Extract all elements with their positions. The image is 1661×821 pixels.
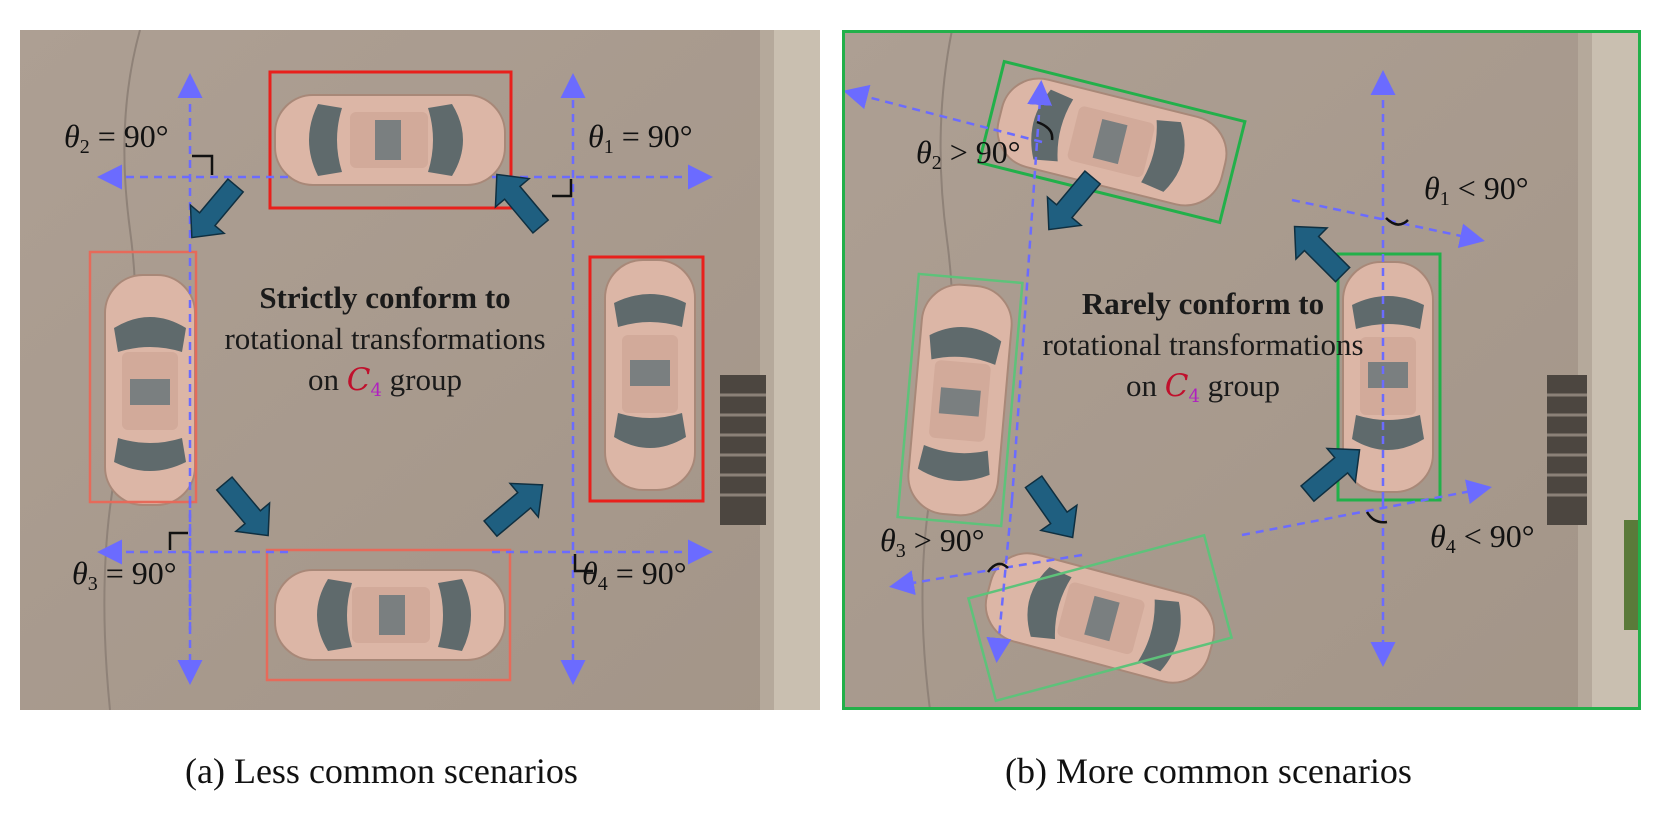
theta-subscript: 2 (931, 152, 942, 174)
theta-symbol: θ (582, 555, 598, 591)
curb-edge (760, 30, 774, 710)
angle-relation: = (97, 118, 116, 154)
theta-subscript: 3 (87, 573, 98, 595)
car-icon (274, 94, 506, 186)
center-bold-text: Rarely conform to (1081, 286, 1325, 321)
angle-value: 90° (1489, 518, 1535, 554)
panel-b-figure (842, 30, 1641, 710)
theta-symbol: θ (916, 134, 932, 170)
car-icon (274, 569, 506, 661)
theta-symbol: θ (1430, 518, 1446, 554)
angle-value: 90° (1483, 170, 1529, 206)
bbox-top (268, 70, 513, 210)
panel-frame (842, 30, 1641, 710)
axis-bottom-left (889, 553, 1083, 596)
angle-label-theta1: θ1 = 90° (588, 118, 693, 159)
bbox-right (1336, 252, 1442, 502)
angle-label-theta4: θ4 = 90° (582, 555, 687, 596)
rotation-arrow-icon (215, 476, 271, 537)
theta-symbol: θ (72, 555, 88, 591)
bbox-right (588, 255, 705, 503)
theta-subscript: 4 (597, 573, 608, 595)
center-group: group (389, 362, 462, 397)
caption-a: (a) Less common scenarios (185, 751, 578, 791)
bbox-top (977, 59, 1247, 225)
theta-symbol: θ (1424, 170, 1440, 206)
right-angle-mark-icon (168, 531, 188, 550)
curb (772, 30, 820, 710)
theta-subscript: 2 (79, 136, 90, 158)
theta-symbol: θ (880, 522, 896, 558)
angle-label-theta2: θ2 = 90° (64, 118, 169, 159)
rotation-arrow-icon (1046, 170, 1102, 231)
axis-top-left (843, 84, 1043, 144)
caption-b: (b) More common scenarios (1005, 751, 1412, 791)
angle-arc-icon (1036, 120, 1054, 141)
car-icon (904, 280, 1016, 520)
angle-relation: > (949, 134, 968, 170)
angle-value: 90° (123, 118, 169, 154)
angle-relation: < (1463, 518, 1482, 554)
center-statement: Rarely conform to rotational transformat… (1017, 283, 1389, 417)
rotation-arrow-icon (1300, 447, 1361, 503)
center-group: group (1207, 368, 1280, 403)
right-angle-mark-icon (192, 154, 214, 175)
angle-arc-icon (1365, 511, 1388, 524)
panel-b: θ2 > 90° θ1 < 90° θ3 > 90° θ4 < 90° Rare… (842, 30, 1641, 710)
rotation-arrow-icon (494, 173, 550, 234)
drain-grate (1547, 375, 1587, 525)
angle-label-theta3: θ3 > 90° (880, 522, 985, 563)
drain-grate (720, 375, 766, 525)
angle-value: 90° (975, 134, 1021, 170)
rotation-arrow-icon (189, 178, 245, 239)
angle-relation: = (105, 555, 124, 591)
rotation-arrow-icon (1024, 475, 1078, 539)
angle-label-theta4: θ4 < 90° (1430, 518, 1535, 559)
car-icon (604, 259, 696, 491)
angle-label-theta2: θ2 > 90° (916, 134, 1021, 175)
panel-a-figure (20, 30, 820, 710)
right-angle-mark-icon (552, 179, 573, 198)
panel-a: θ2 = 90° θ1 = 90° θ3 = 90° θ4 = 90° Stri… (20, 30, 820, 710)
center-bold-text: Strictly conform to (259, 280, 511, 315)
angle-label-theta3: θ3 = 90° (72, 555, 177, 596)
group-symbol: C4 (346, 362, 382, 401)
angle-arc-icon (1385, 217, 1409, 226)
angle-relation: = (621, 118, 640, 154)
center-statement: Strictly conform to rotational transform… (200, 277, 570, 411)
center-on: on (1125, 368, 1157, 403)
group-symbol: C4 (1164, 368, 1200, 407)
center-on: on (307, 362, 339, 397)
angle-relation: < (1457, 170, 1476, 206)
rotation-arrow-icon (1293, 225, 1351, 283)
angle-arc-icon (986, 562, 1009, 573)
angle-value: 90° (131, 555, 177, 591)
axis-left-down (986, 499, 1014, 663)
angle-value: 90° (647, 118, 693, 154)
angle-value: 90° (939, 522, 985, 558)
angle-label-theta1: θ1 < 90° (1424, 170, 1529, 211)
angle-relation: > (913, 522, 932, 558)
car-icon (104, 274, 196, 506)
right-angle-mark-icon (573, 554, 593, 573)
theta-subscript: 3 (895, 540, 906, 562)
vegetation (1624, 520, 1641, 630)
theta-symbol: θ (64, 118, 80, 154)
angle-relation: = (615, 555, 634, 591)
bbox-bottom (966, 533, 1234, 703)
center-line: rotational transformations (224, 321, 546, 356)
bbox-left (88, 250, 198, 504)
bbox-bottom (265, 548, 512, 682)
theta-subscript: 4 (1445, 536, 1456, 558)
rotation-arrow-icon (483, 482, 544, 538)
theta-symbol: θ (588, 118, 604, 154)
axis-top-right (1291, 198, 1485, 249)
angle-value: 90° (641, 555, 687, 591)
center-line: rotational transformations (1042, 327, 1364, 362)
bbox-left (896, 272, 1024, 528)
theta-subscript: 1 (1439, 188, 1450, 210)
curb-edge (1578, 30, 1592, 710)
theta-subscript: 1 (603, 136, 614, 158)
